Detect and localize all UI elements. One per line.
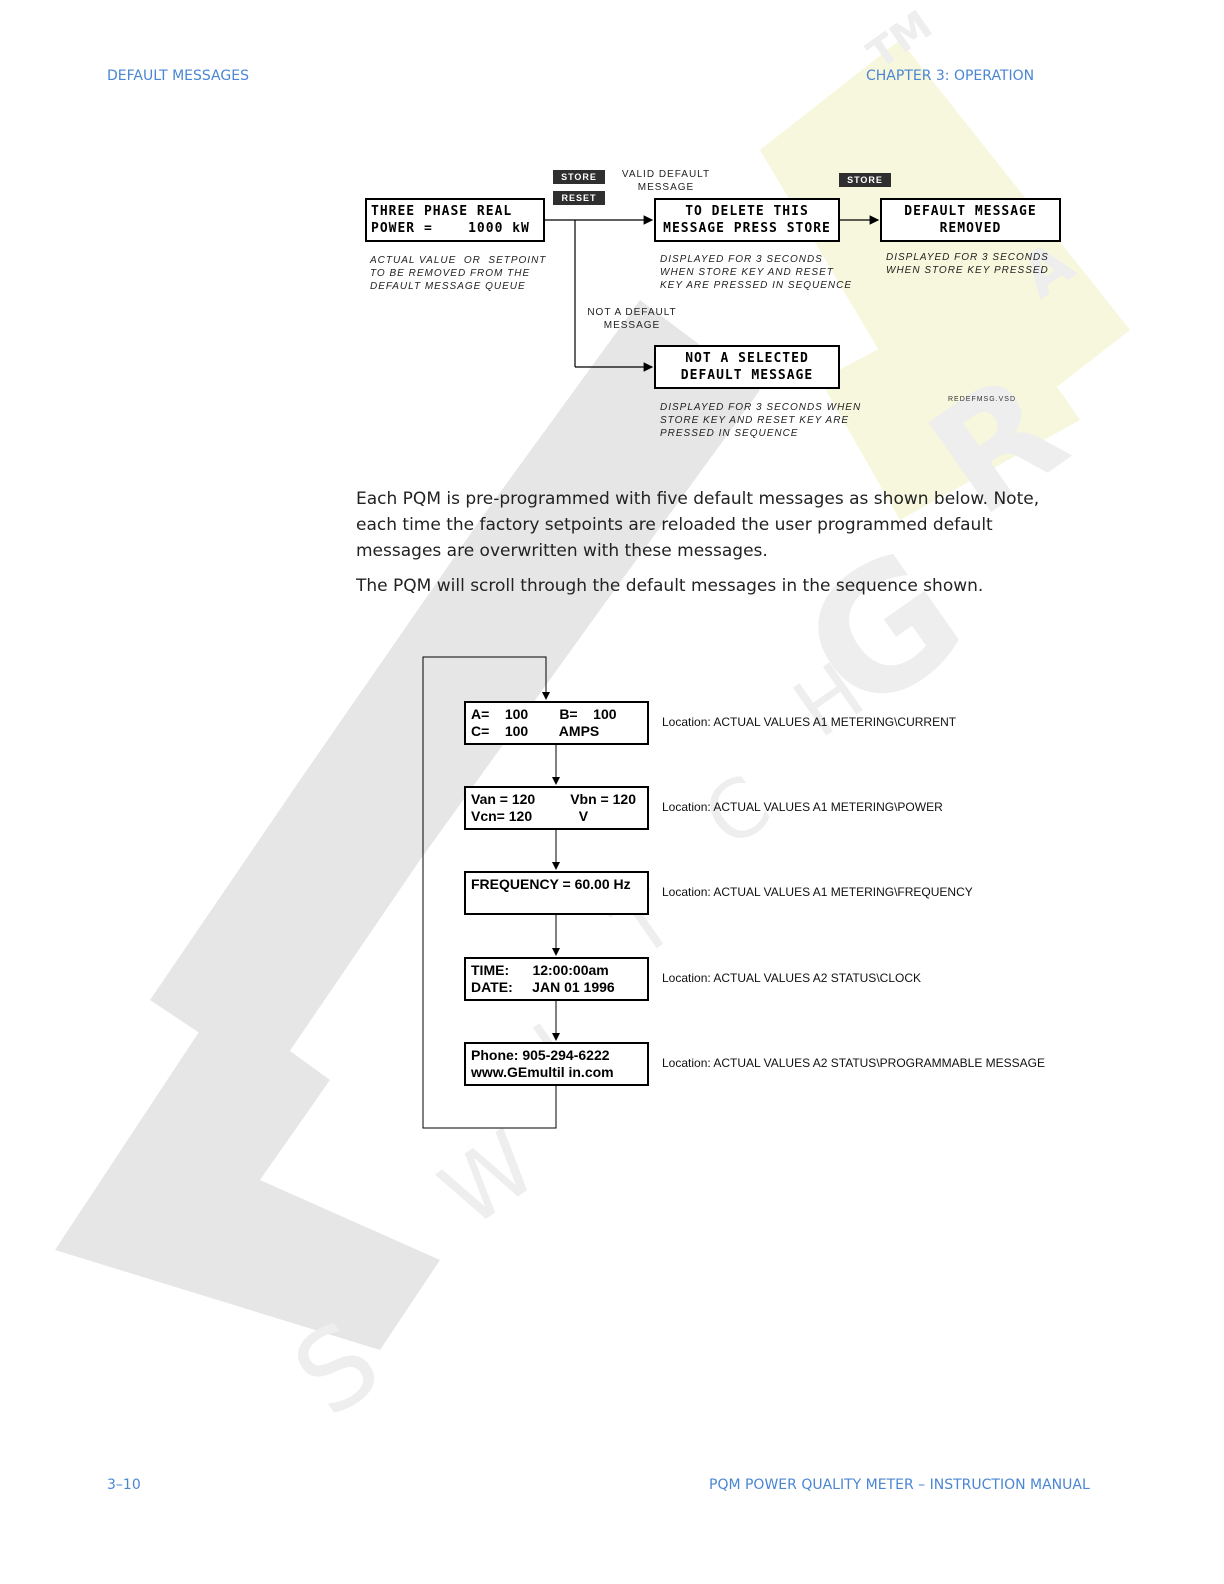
location-programmable: Location: ACTUAL VALUES A2 STATUS\PROGRA… [662,1056,1046,1070]
display-frequency: FREQUENCY = 60.00 Hz [464,871,649,915]
body-paragraph-1: Each PQM is pre-programmed with five def… [356,489,1040,561]
location-power: Location: ACTUAL VALUES A1 METERING\POWE… [662,800,943,814]
location-current: Location: ACTUAL VALUES A1 METERING\CURR… [662,715,957,729]
location-frequency: Location: ACTUAL VALUES A1 METERING\FREQ… [662,885,973,899]
header-section-title: DEFAULT MESSAGES [107,68,249,84]
location-clock: Location: ACTUAL VALUES A2 STATUS\CLOCK [662,971,921,985]
footer-manual-title: PQM POWER QUALITY METER – INSTRUCTION MA… [709,1477,1090,1493]
figure-file-id: REDEFMSG.VSD [948,396,1017,403]
footer-page-number: 3–10 [107,1477,141,1493]
header-chapter-title: CHAPTER 3: OPERATION [866,68,1035,84]
body-paragraph-2: The PQM will scroll through the default … [356,576,984,596]
reset-key: RESET [553,191,605,205]
store-key: STORE [553,170,605,184]
store-key-2: STORE [839,173,891,187]
